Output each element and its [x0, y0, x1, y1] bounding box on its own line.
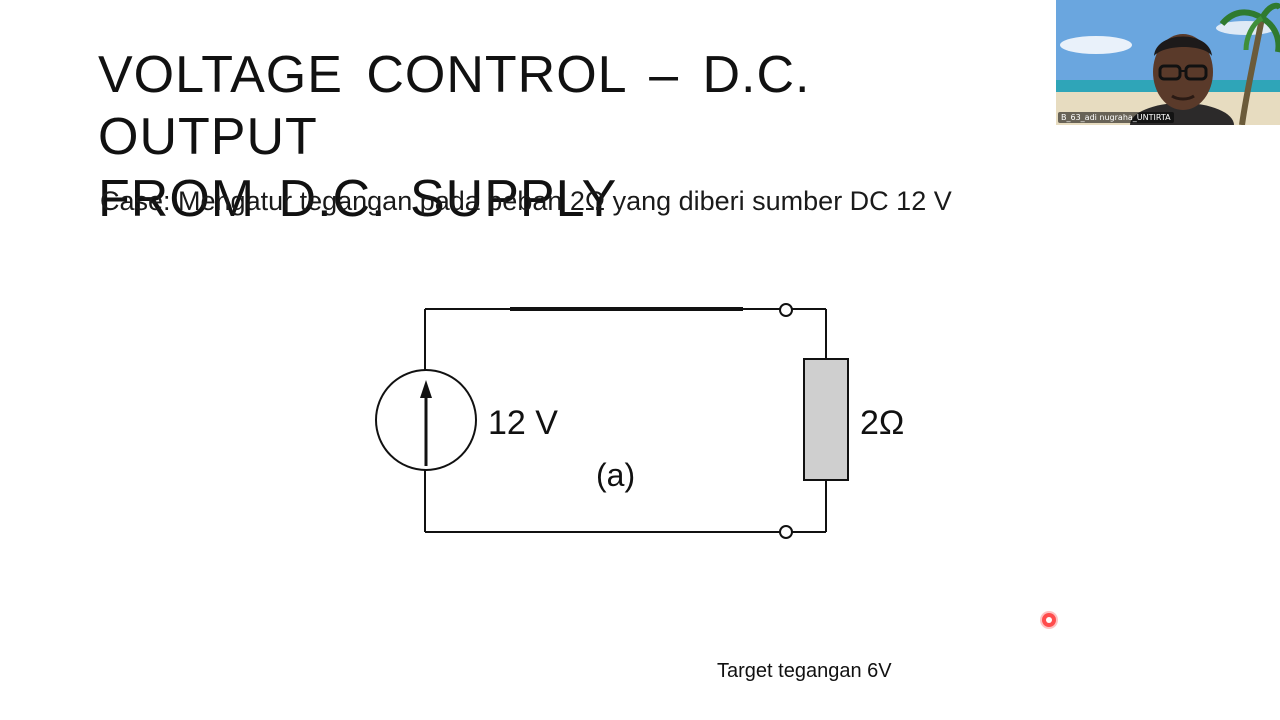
load-resistor [803, 358, 849, 481]
slide-title: VOLTAGE CONTROL – D.C. OUTPUT FROM D.C. … [98, 44, 1038, 230]
circuit-svg: 12 V 2Ω (a) [375, 303, 904, 539]
source-arrow-icon [420, 380, 432, 398]
webcam-video [1056, 0, 1280, 125]
output-terminal-top[interactable] [779, 303, 793, 317]
participant-name-label: B_63_adi nugraha_UNTIRTA [1058, 112, 1174, 123]
laser-pointer-icon [1042, 613, 1056, 627]
case-description: Case: Mengatur tegangan pada beban 2Ω ya… [100, 186, 952, 216]
voltage-source [375, 369, 477, 471]
slide-title-line-2: FROM D.C. SUPPLY [98, 170, 618, 228]
load-resistance-label: 2Ω [860, 404, 904, 442]
output-terminal-bottom[interactable] [779, 525, 793, 539]
circuit-diagram: 12 V 2Ω (a) [360, 290, 940, 550]
webcam-thumbnail[interactable]: B_63_adi nugraha_UNTIRTA [1056, 0, 1280, 125]
source-voltage-label: 12 V [488, 404, 558, 442]
target-voltage-note: Target tegangan 6V [717, 660, 892, 682]
slide-title-line-1: VOLTAGE CONTROL – D.C. OUTPUT [98, 46, 811, 166]
figure-label: (a) [596, 457, 635, 493]
